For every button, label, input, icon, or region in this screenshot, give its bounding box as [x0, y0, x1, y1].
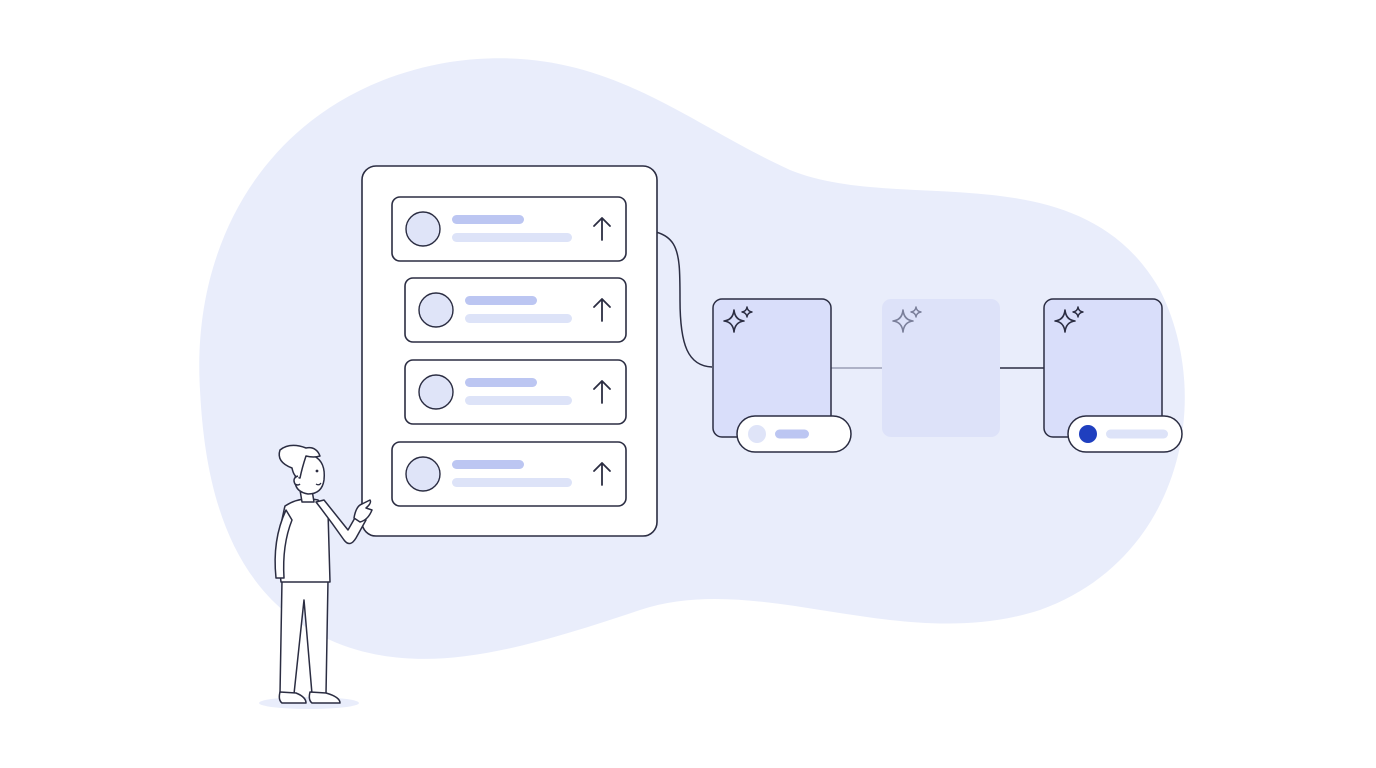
person-smile: [315, 482, 322, 486]
row-avatar: [418, 374, 454, 410]
row-avatar: [405, 456, 441, 492]
list-row[interactable]: [391, 441, 627, 507]
person-hair: [278, 444, 321, 479]
person-shoe-right: [308, 691, 341, 704]
person-shoe-left: [278, 691, 307, 704]
person-arm-back: [274, 509, 293, 579]
row-title-bar: [452, 460, 524, 469]
row-subtitle-bar: [465, 396, 572, 405]
arrow-up-icon[interactable]: [593, 380, 611, 404]
person-hand: [353, 499, 373, 523]
row-subtitle-bar: [452, 478, 572, 487]
status-bar: [1106, 429, 1168, 439]
status-bar: [775, 429, 809, 439]
person-legs: [279, 579, 329, 695]
person-arm-pointing: [315, 499, 367, 545]
row-title-bar: [452, 215, 524, 224]
pipeline: [712, 298, 1183, 453]
arrow-up-icon[interactable]: [593, 298, 611, 322]
person-eye: [315, 469, 319, 473]
list-row[interactable]: [404, 359, 627, 425]
row-avatar: [405, 211, 441, 247]
list-row[interactable]: [391, 196, 627, 262]
status-dot: [748, 425, 766, 443]
pipeline-node[interactable]: [712, 298, 852, 453]
row-title-bar: [465, 296, 537, 305]
row-subtitle-bar: [452, 233, 572, 242]
arrow-up-icon[interactable]: [593, 217, 611, 241]
node-status-pill: [1067, 415, 1183, 453]
pipeline-node[interactable]: [882, 299, 1000, 437]
row-avatar: [418, 292, 454, 328]
person-ear: [293, 475, 301, 486]
node-status-pill: [736, 415, 852, 453]
list-panel: [361, 165, 658, 537]
row-subtitle-bar: [465, 314, 572, 323]
status-dot: [1079, 425, 1097, 443]
person-figure: [259, 444, 373, 709]
pipeline-node[interactable]: [1043, 298, 1183, 453]
list-row[interactable]: [404, 277, 627, 343]
connector-line: [625, 228, 713, 368]
arrow-up-icon[interactable]: [593, 462, 611, 486]
row-title-bar: [465, 378, 537, 387]
